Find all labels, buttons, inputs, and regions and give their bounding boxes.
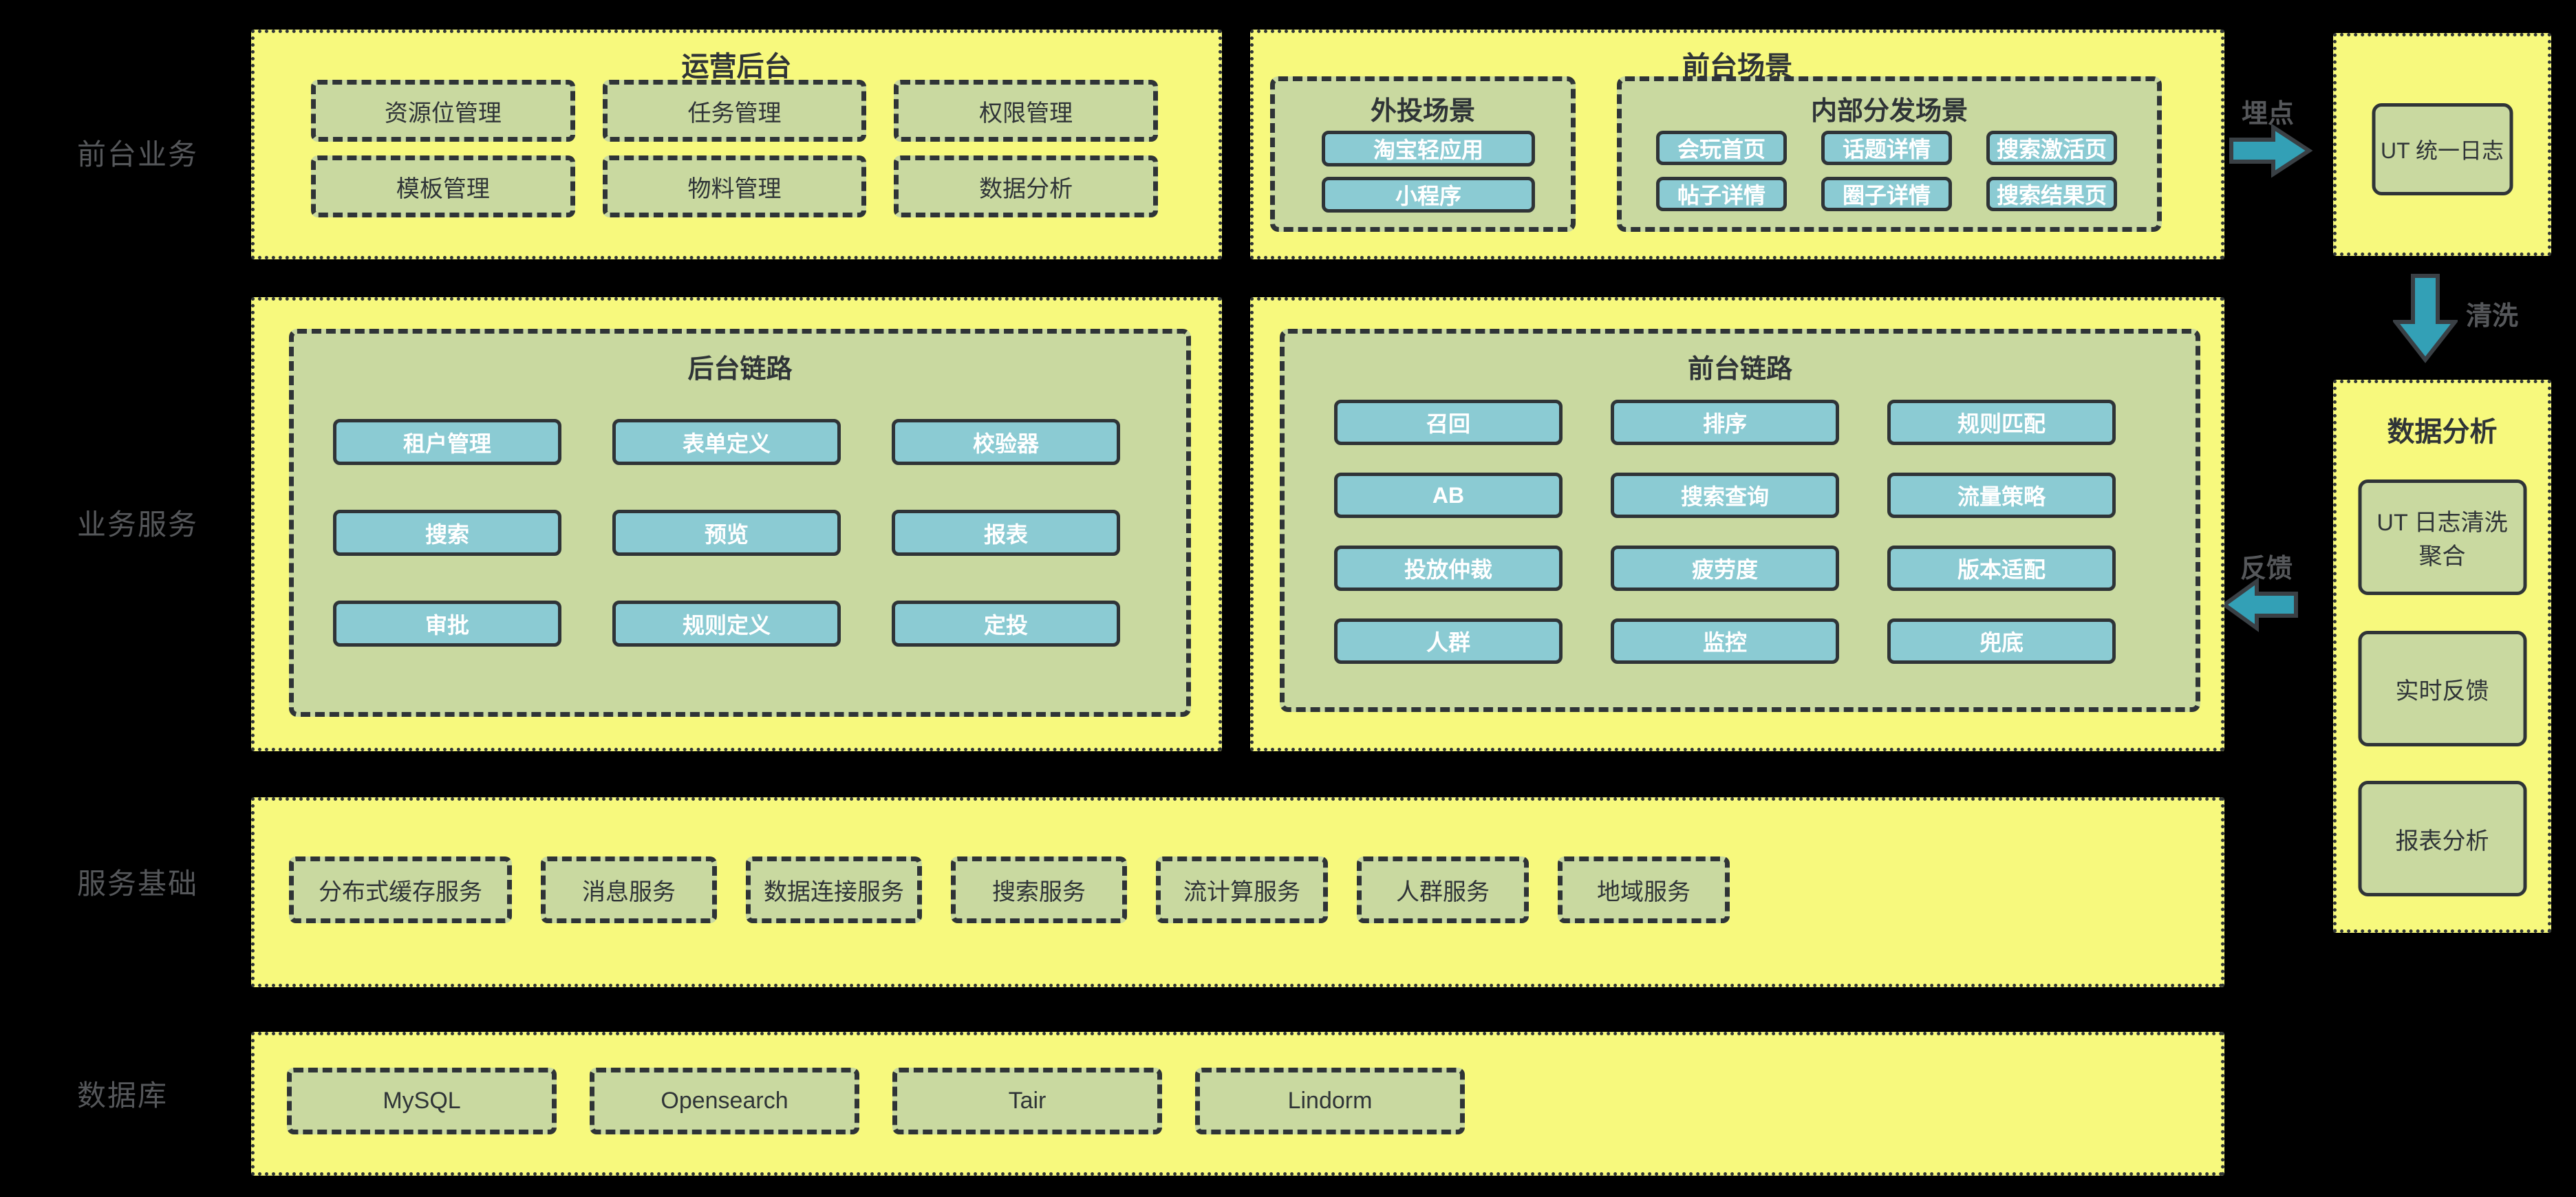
internal-scene-node: 搜索激活页	[1986, 131, 2117, 165]
external-scene-node: 淘宝轻应用	[1322, 131, 1535, 166]
internal-scene-node: 话题详情	[1821, 131, 1952, 165]
layer-label-service-base: 服务基础	[77, 867, 199, 900]
backstage-chain-node: 定投	[892, 601, 1120, 647]
front-chain-node: 流量策略	[1887, 473, 2116, 518]
data-analysis-node: UT 日志清洗聚合	[2358, 479, 2526, 595]
front-chain-node: 投放仲裁	[1334, 546, 1563, 591]
internal-scene-title: 内部分发场景	[1810, 97, 1968, 126]
backstage-chain-node: 租户管理	[333, 419, 561, 465]
front-chain-node: 人群	[1334, 618, 1563, 664]
database-panel: MySQL Opensearch Tair Lindorm	[251, 1032, 2224, 1176]
database-node: Tair	[892, 1068, 1162, 1134]
internal-scene-node: 搜索结果页	[1986, 177, 2117, 211]
front-chain-node: AB	[1334, 473, 1563, 518]
service-base-node: 人群服务	[1357, 856, 1529, 923]
external-scene-title: 外投场景	[1370, 97, 1475, 126]
backstage-chain-node: 搜索	[333, 510, 561, 556]
ops-backend-panel: 运营后台 资源位管理 任务管理 权限管理 模板管理 物料管理 数据分析	[251, 30, 1222, 259]
ops-backend-node: 任务管理	[602, 80, 867, 142]
backstage-chain-title: 后台链路	[687, 355, 793, 384]
service-base-panel: 分布式缓存服务 消息服务 数据连接服务 搜索服务 流计算服务 人群服务 地域服务	[251, 797, 2224, 987]
front-chain-panel: 前台链路 召回 排序 规则匹配 AB 搜索查询 流量策略 投放仲裁 疲劳度 版本…	[1250, 297, 2224, 751]
ops-backend-node: 权限管理	[894, 80, 1158, 142]
database-row: MySQL Opensearch Tair Lindorm	[287, 1068, 1465, 1134]
front-chain-node: 召回	[1334, 400, 1563, 445]
ops-backend-title: 运营后台	[681, 52, 792, 82]
service-base-node: 分布式缓存服务	[289, 856, 512, 923]
ops-backend-grid: 资源位管理 任务管理 权限管理 模板管理 物料管理 数据分析	[311, 80, 1158, 217]
data-analysis-node: 实时反馈	[2358, 631, 2526, 746]
internal-scene-node: 圈子详情	[1821, 177, 1952, 211]
internal-scene-node: 帖子详情	[1656, 177, 1787, 211]
layer-label-business-service: 业务服务	[77, 508, 199, 541]
cleaning-arrow-label: 清洗	[2466, 302, 2519, 331]
backstage-chain-grid: 租户管理 表单定义 校验器 搜索 预览 报表 审批 规则定义 定投	[333, 419, 1120, 647]
external-scene-node: 小程序	[1322, 177, 1535, 213]
ops-backend-node: 模板管理	[311, 155, 575, 217]
ut-log-panel: UT 统一日志	[2333, 33, 2551, 256]
layer-label-database: 数据库	[77, 1079, 169, 1112]
front-chain-node: 搜索查询	[1611, 473, 1839, 518]
ut-unified-log-node: UT 统一日志	[2372, 103, 2513, 195]
front-chain-node: 规则匹配	[1887, 400, 2116, 445]
backstage-chain-node: 预览	[612, 510, 841, 556]
internal-scene-node: 会玩首页	[1656, 131, 1787, 165]
service-base-node: 流计算服务	[1156, 856, 1328, 923]
backstage-chain-node: 表单定义	[612, 419, 841, 465]
feedback-arrow-icon	[2221, 577, 2298, 632]
front-chain-node: 版本适配	[1887, 546, 2116, 591]
database-node: MySQL	[287, 1068, 557, 1134]
ops-backend-node: 资源位管理	[311, 80, 575, 142]
front-chain-grid: 召回 排序 规则匹配 AB 搜索查询 流量策略 投放仲裁 疲劳度 版本适配 人群…	[1334, 400, 2116, 664]
data-analysis-node: 报表分析	[2358, 781, 2526, 896]
front-scene-panel: 前台场景 外投场景 淘宝轻应用 小程序 内部分发场景 会玩首页 话题详情 搜索激…	[1250, 30, 2224, 259]
front-chain-node: 排序	[1611, 400, 1839, 445]
data-analysis-title: 数据分析	[2387, 417, 2498, 447]
database-node: Opensearch	[590, 1068, 859, 1134]
database-node: Lindorm	[1195, 1068, 1465, 1134]
service-base-row: 分布式缓存服务 消息服务 数据连接服务 搜索服务 流计算服务 人群服务 地域服务	[289, 856, 1730, 923]
front-chain-group: 前台链路 召回 排序 规则匹配 AB 搜索查询 流量策略 投放仲裁 疲劳度 版本…	[1280, 329, 2200, 712]
feedback-arrow-label: 反馈	[2240, 554, 2293, 583]
internal-scene-grid: 会玩首页 话题详情 搜索激活页 帖子详情 圈子详情 搜索结果页	[1656, 131, 2117, 211]
cleaning-arrow-icon	[2393, 274, 2458, 363]
layer-label-front-business: 前台业务	[77, 138, 199, 171]
external-scene-group: 外投场景 淘宝轻应用 小程序	[1270, 76, 1576, 232]
front-chain-node: 兜底	[1887, 618, 2116, 664]
backstage-chain-node: 报表	[892, 510, 1120, 556]
ops-backend-node: 物料管理	[602, 155, 867, 217]
service-base-node: 数据连接服务	[746, 856, 922, 923]
tracking-arrow-label: 埋点	[2242, 100, 2295, 129]
backstage-chain-group: 后台链路 租户管理 表单定义 校验器 搜索 预览 报表 审批 规则定义 定投	[289, 329, 1191, 717]
service-base-node: 消息服务	[541, 856, 717, 923]
service-base-node: 地域服务	[1558, 856, 1730, 923]
tracking-arrow-icon	[2229, 123, 2313, 178]
backstage-chain-node: 校验器	[892, 419, 1120, 465]
backstage-chain-panel: 后台链路 租户管理 表单定义 校验器 搜索 预览 报表 审批 规则定义 定投	[251, 297, 1222, 751]
backstage-chain-node: 审批	[333, 601, 561, 647]
front-chain-node: 疲劳度	[1611, 546, 1839, 591]
ops-backend-node: 数据分析	[894, 155, 1158, 217]
backstage-chain-node: 规则定义	[612, 601, 841, 647]
internal-scene-group: 内部分发场景 会玩首页 话题详情 搜索激活页 帖子详情 圈子详情 搜索结果页	[1617, 76, 2162, 232]
front-chain-node: 监控	[1611, 618, 1839, 664]
front-chain-title: 前台链路	[1687, 355, 1792, 384]
data-analysis-panel: 数据分析 UT 日志清洗聚合 实时反馈 报表分析	[2333, 380, 2551, 933]
service-base-node: 搜索服务	[951, 856, 1127, 923]
